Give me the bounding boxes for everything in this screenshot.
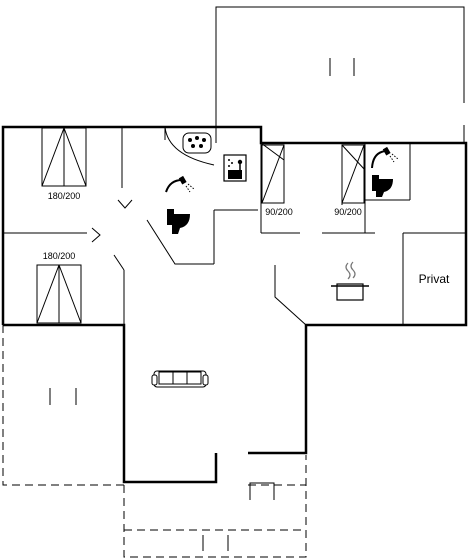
shower-icon (165, 175, 195, 193)
terrace-top-right (215, 6, 465, 143)
shower-icon (371, 146, 399, 169)
sauna-icon (223, 154, 247, 182)
sofa-icon (151, 370, 209, 388)
bbq-table (249, 482, 275, 500)
bed-label-mid-left: 180/200 (43, 251, 76, 261)
terrace-railing-left (49, 388, 77, 405)
single-bed-icon (261, 144, 285, 204)
whirlpool-icon (182, 132, 212, 154)
interior-walls (3, 127, 466, 326)
double-bed-icon (36, 264, 82, 324)
terrace-left-dashed (2, 325, 307, 558)
toilet-icon (167, 209, 190, 234)
terrace-railing-top (329, 58, 355, 76)
terrace-railing-bottom (202, 535, 229, 551)
bed-label-single-1: 90/200 (265, 207, 293, 217)
exterior-walls (1, 125, 468, 484)
toilet-icon (372, 175, 393, 197)
double-bed-icon (41, 127, 87, 187)
bed-label-top-left: 180/200 (48, 191, 81, 201)
room-label-privat: Privat (419, 272, 450, 286)
single-bed-icon (341, 144, 365, 204)
bed-label-single-2: 90/200 (334, 207, 362, 217)
cooking-pot-icon (331, 261, 369, 301)
